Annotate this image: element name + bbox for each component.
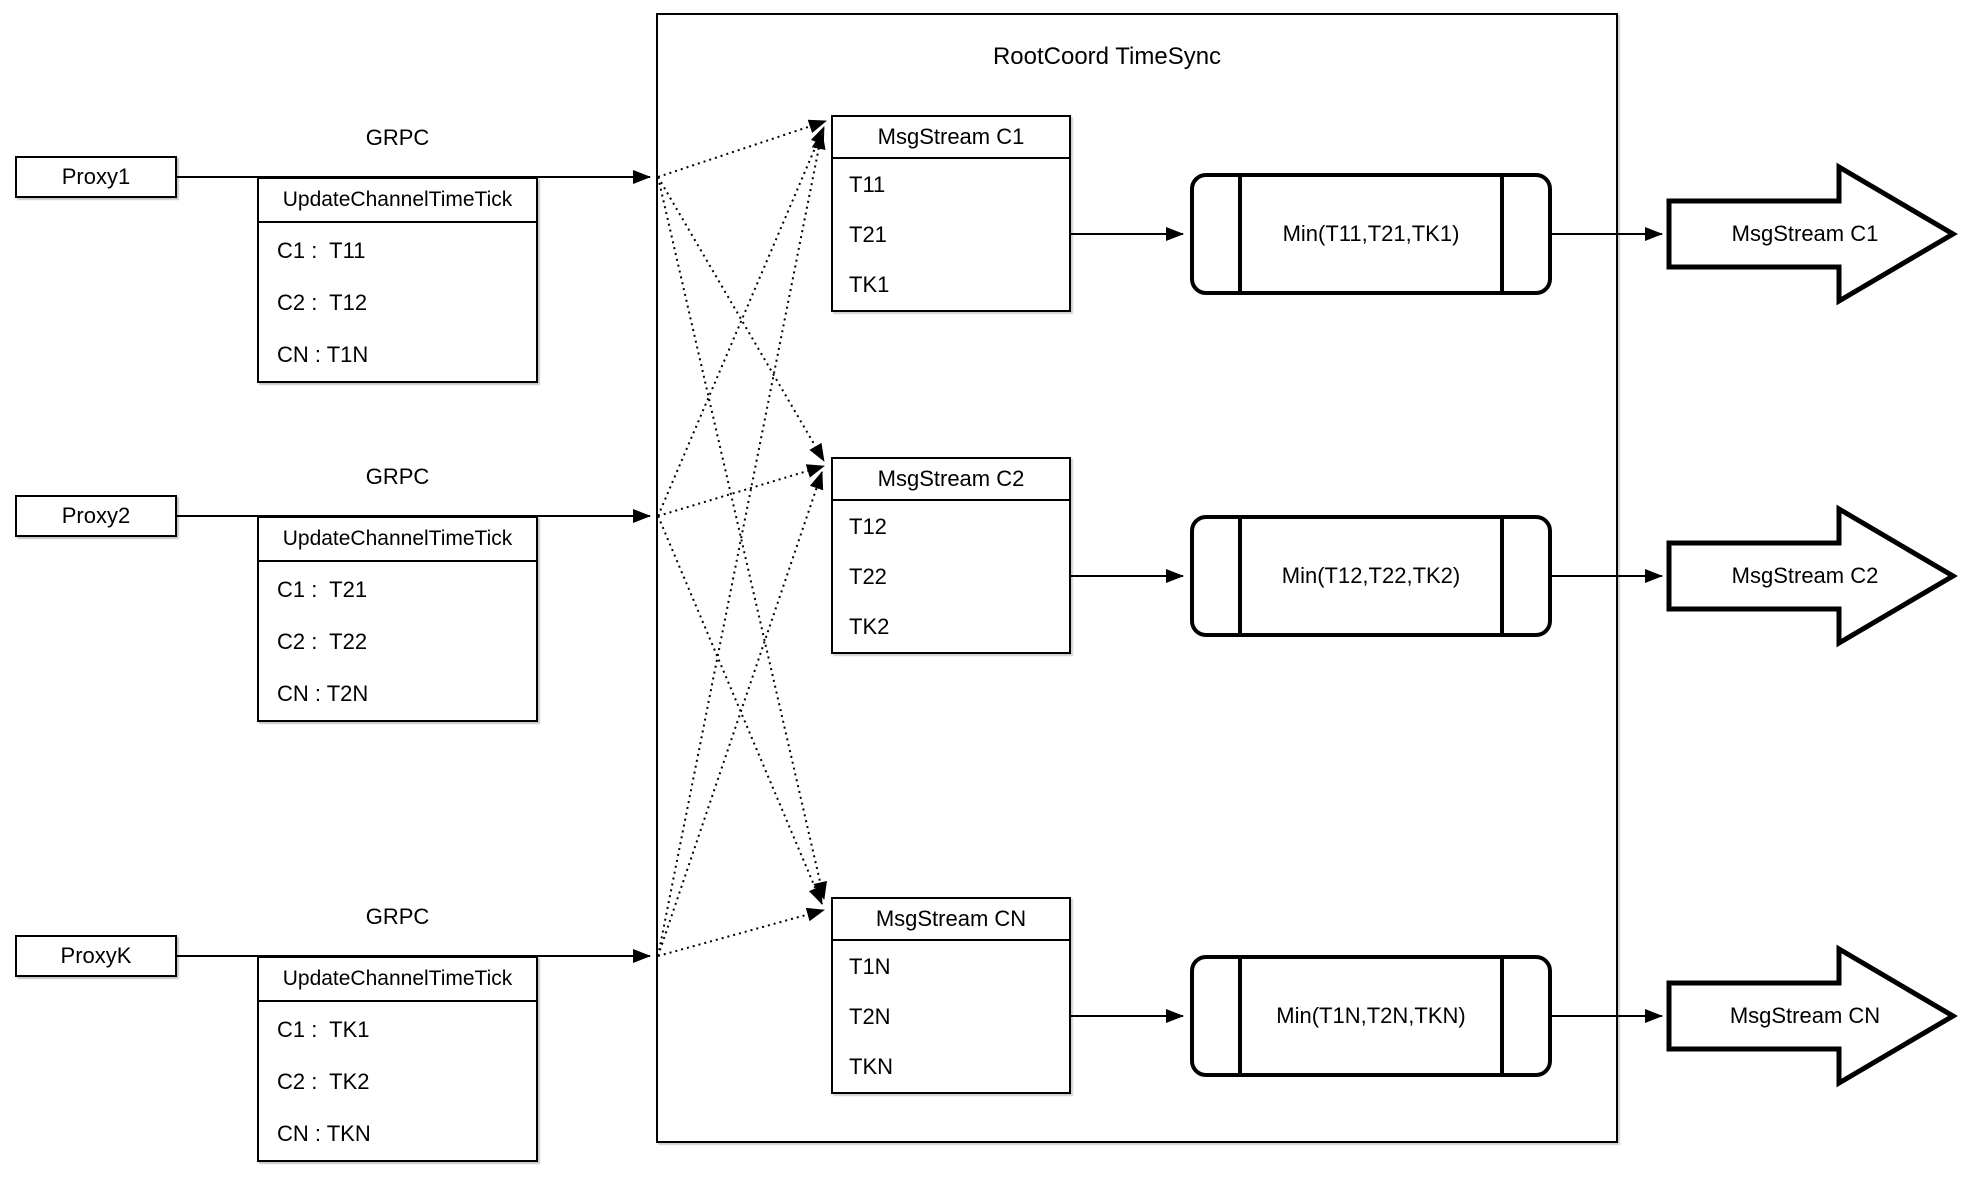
stream-table-header: MsgStream C2 (833, 459, 1069, 501)
min-right-cap (1500, 959, 1548, 1073)
min-label: Min(T11,T21,TK1) (1282, 221, 1460, 246)
request-entry: C1 : TK1 (277, 1017, 370, 1042)
stream-entry: T1N (849, 954, 891, 979)
min-node-2: Min(T12,T22,TK2) (1190, 515, 1552, 637)
stream-entry: T11 (849, 172, 886, 197)
rootcoord-title: RootCoord TimeSync (992, 43, 1222, 70)
min-right-cap (1500, 177, 1548, 291)
proxyk-box: ProxyK (15, 935, 177, 977)
stream-entry: TK1 (849, 272, 890, 297)
min-left-cap (1194, 519, 1242, 633)
grpc-label-1: GRPC (365, 125, 430, 150)
stream-entry: T2N (849, 1004, 891, 1029)
min-label: Min(T12,T22,TK2) (1281, 563, 1461, 588)
rootcoord-container (656, 13, 1618, 1143)
request-entry: C1 : T21 (277, 577, 368, 602)
stream-entry: T21 (849, 222, 887, 247)
proxy1-box: Proxy1 (15, 156, 177, 198)
grpc-label-3: GRPC (365, 904, 430, 929)
request-entry: C1 : T11 (277, 238, 366, 263)
grpc-label-2: GRPC (365, 464, 430, 489)
min-left-cap (1194, 177, 1242, 291)
stream-entry: T22 (849, 564, 887, 589)
output-arrow-label-3: MsgStream CN (1729, 1003, 1881, 1028)
update-channel-timetick-table-3: UpdateChannelTimeTick C1 : TK1 C2 : TK2 … (257, 956, 538, 1162)
stream-entry: T12 (849, 514, 887, 539)
request-entry: CN : TKN (277, 1121, 371, 1146)
request-table-header: UpdateChannelTimeTick (259, 518, 536, 562)
min-label: Min(T1N,T2N,TKN) (1276, 1003, 1466, 1028)
output-arrow-label-1: MsgStream C1 (1731, 221, 1879, 246)
proxy2-box: Proxy2 (15, 495, 177, 537)
stream-table-header: MsgStream CN (833, 899, 1069, 941)
request-entry: C2 : T12 (277, 290, 368, 315)
request-table-header: UpdateChannelTimeTick (259, 958, 536, 1002)
stream-entry: TKN (849, 1054, 893, 1079)
update-channel-timetick-table-2: UpdateChannelTimeTick C1 : T21 C2 : T22 … (257, 516, 538, 722)
request-entry: C2 : TK2 (277, 1069, 370, 1094)
min-node-1: Min(T11,T21,TK1) (1190, 173, 1552, 295)
update-channel-timetick-table-1: UpdateChannelTimeTick C1 : T11 C2 : T12 … (257, 177, 538, 383)
msgstream-c2-table: MsgStream C2 T12 T22 TK2 (831, 457, 1071, 654)
request-table-header: UpdateChannelTimeTick (259, 179, 536, 223)
request-entry: CN : T1N (277, 342, 369, 367)
request-entry: C2 : T22 (277, 629, 368, 654)
stream-entry: TK2 (849, 614, 890, 639)
stream-table-header: MsgStream C1 (833, 117, 1069, 159)
output-arrow-label-2: MsgStream C2 (1731, 563, 1879, 588)
min-right-cap (1500, 519, 1548, 633)
msgstream-cn-table: MsgStream CN T1N T2N TKN (831, 897, 1071, 1094)
min-left-cap (1194, 959, 1242, 1073)
msgstream-c1-table: MsgStream C1 T11 T21 TK1 (831, 115, 1071, 312)
min-node-3: Min(T1N,T2N,TKN) (1190, 955, 1552, 1077)
request-entry: CN : T2N (277, 681, 369, 706)
